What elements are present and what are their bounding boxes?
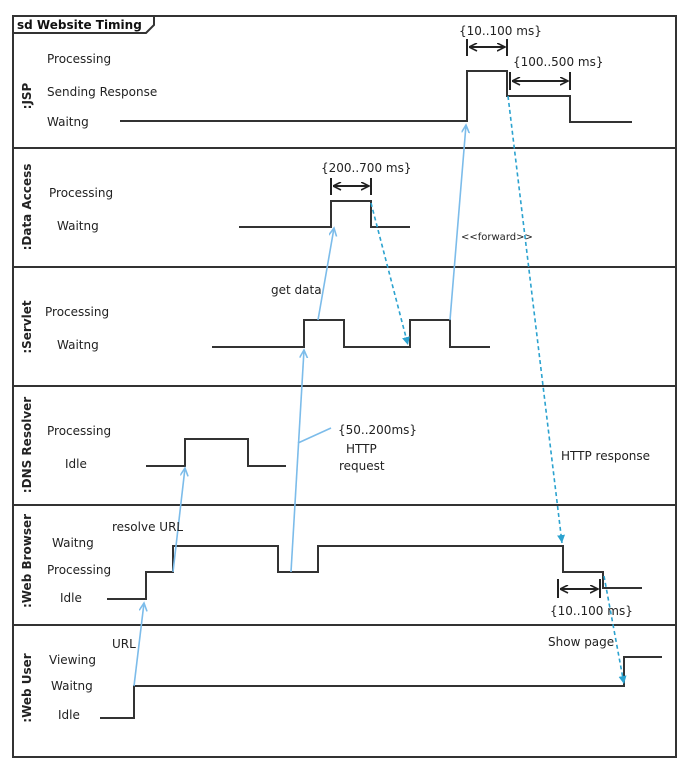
- state-label: Processing: [45, 305, 109, 319]
- state-label: Waitng: [57, 338, 99, 352]
- constraint-jsp-processing-label: {10..100 ms}: [459, 24, 542, 38]
- dns-resolver-timeline: [146, 438, 286, 467]
- state-label: Waitng: [47, 115, 89, 129]
- constraint-jsp-sending-label: {100..500 ms}: [513, 55, 603, 69]
- lane-title-jsp: :JSP: [20, 82, 34, 109]
- state-label: Sending Response: [47, 85, 157, 99]
- state-label: Waitng: [52, 536, 94, 550]
- web-user-timeline: [100, 656, 662, 719]
- constraint-http-request-label: {50..200ms}: [338, 423, 417, 437]
- state-label: Idle: [65, 457, 87, 471]
- state-label: Processing: [47, 563, 111, 577]
- constraint-browser-response: [557, 579, 601, 598]
- state-label: Idle: [58, 708, 80, 722]
- frame-title-tab: [13, 16, 155, 34]
- lane-title-servlet: :Servlet: [20, 300, 34, 354]
- message-show-page-arrow: [603, 575, 627, 685]
- message-forward-label: <<forward>>: [461, 232, 533, 243]
- message-resolve-url-arrow: [172, 468, 185, 573]
- frame-title: sd Website Timing: [17, 18, 142, 32]
- lane-title-web-browser: :Web Browser: [20, 514, 34, 608]
- state-label: Viewing: [49, 653, 96, 667]
- state-label: Processing: [47, 424, 111, 438]
- servlet-timeline: [212, 319, 490, 348]
- web-browser-timeline: [107, 545, 642, 600]
- lane-title-web-user: :Web User: [20, 653, 34, 723]
- lane-title-data-access: :Data Access: [20, 164, 34, 251]
- message-forward-arrow: [449, 125, 466, 321]
- state-label: Waitng: [57, 219, 99, 233]
- state-label: Idle: [60, 591, 82, 605]
- message-http-response-arrow: [507, 95, 566, 544]
- message-get-data-label: get data: [271, 283, 322, 297]
- constraint-browser-response-label: {10..100 ms}: [550, 604, 633, 618]
- constraint-jsp-sending: [509, 72, 571, 90]
- state-label: Processing: [47, 52, 111, 66]
- data-access-timeline: [239, 200, 410, 228]
- constraint-jsp-processing: [466, 39, 508, 56]
- constraint-pointer-line: [297, 427, 332, 444]
- state-label: Processing: [49, 186, 113, 200]
- constraint-data-access: [330, 178, 372, 195]
- message-url-label: URL: [112, 637, 136, 651]
- constraint-data-access-label: {200..700 ms}: [321, 161, 411, 175]
- lane-title-dns-resolver: :DNS Resolver: [20, 397, 34, 493]
- message-show-page-label: Show page: [548, 635, 614, 649]
- message-http-request-label: HTTP: [346, 442, 377, 456]
- message-http-response-label: HTTP response: [561, 449, 650, 463]
- state-label: Waitng: [51, 679, 93, 693]
- message-http-request-arrow: [290, 350, 304, 573]
- jsp-timeline: [120, 70, 632, 123]
- message-resolve-url-label: resolve URL: [112, 520, 183, 534]
- message-http-request-label-2: request: [339, 459, 385, 473]
- data-return-dashed-arrow: [370, 202, 410, 346]
- message-get-data-arrow: [317, 228, 334, 321]
- message-url-arrow: [133, 603, 144, 687]
